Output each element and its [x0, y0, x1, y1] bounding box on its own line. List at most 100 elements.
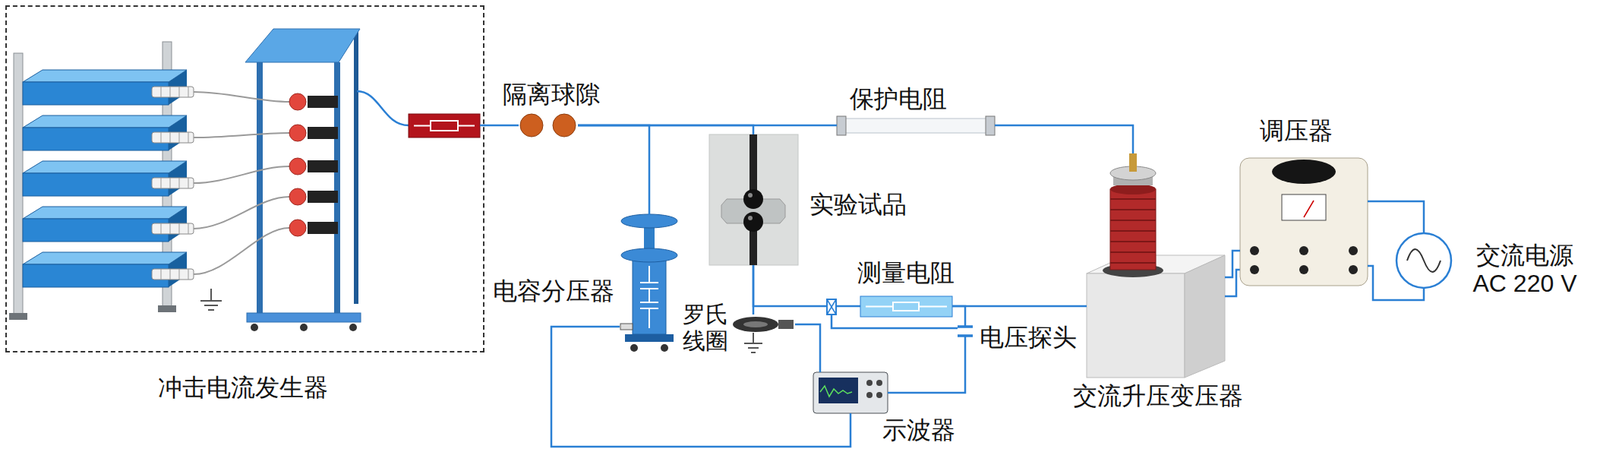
- generator-region: 冲击电流发生器: [5, 5, 485, 353]
- capacitor-slab: [22, 218, 169, 242]
- regulator-meter: [1281, 194, 1326, 221]
- resistor-symbol: [430, 120, 458, 131]
- capacitor-slab: [22, 127, 169, 151]
- output-wire: [356, 91, 409, 126]
- rack-post: [256, 62, 263, 317]
- insulator-ribs: [160, 177, 189, 189]
- tube-cap: [836, 116, 846, 136]
- tube-cap: [985, 116, 995, 136]
- component-label: 交流升压变压器: [1070, 381, 1246, 411]
- regulator-terminal: [1299, 246, 1309, 256]
- scope-knob: [866, 379, 873, 386]
- electrode-sphere: [743, 189, 764, 209]
- oscilloscope-case: [813, 372, 888, 414]
- voltage-regulator: 调压器: [1240, 157, 1368, 286]
- sphere-highlight: [747, 215, 753, 221]
- charging-cable: [193, 132, 290, 138]
- pillar-foot: [157, 305, 177, 313]
- electrode-sphere: [743, 211, 764, 232]
- charging-cable: [193, 166, 290, 184]
- component-label: 实验试品: [807, 190, 909, 219]
- bushing-insulator: [151, 223, 194, 234]
- supply-wire: [1367, 265, 1424, 300]
- rogowski-coil: [732, 316, 779, 332]
- regulator-terminal: [1249, 265, 1260, 275]
- component-label: 冲击电流发生器: [155, 373, 331, 402]
- scope-knob: [876, 391, 883, 398]
- component-label: 交流电源 AC 220 V: [1466, 241, 1583, 298]
- capacitor-slab-top: [22, 252, 187, 265]
- capacitor-slab-top: [22, 69, 187, 83]
- oscilloscope: 示波器: [813, 372, 888, 414]
- wave-resistor: [307, 126, 338, 139]
- ac-source-symbol: [1396, 233, 1452, 288]
- circuit-wire: [994, 125, 1133, 154]
- transformer-housing-side: [1184, 255, 1225, 378]
- component-label: 隔离球隙: [500, 80, 603, 109]
- capacitor-slab-top: [22, 160, 187, 174]
- circuit-wire: [1224, 250, 1241, 278]
- rack-wheel: [250, 323, 259, 332]
- gap-sphere: [520, 113, 543, 137]
- scope-knob: [866, 391, 873, 398]
- component-label: 调压器: [1257, 116, 1335, 146]
- switch-sphere: [289, 157, 307, 175]
- regulator-case: [1240, 157, 1368, 286]
- measuring-resistor-box: [860, 296, 953, 317]
- divider-body: [632, 258, 666, 335]
- coil-window: [743, 321, 768, 328]
- charging-cable: [193, 91, 290, 102]
- circuit-wire: [484, 124, 519, 127]
- switch-sphere: [289, 188, 307, 206]
- test-sample: 实验试品: [709, 134, 799, 266]
- rogowski-coil: 罗氏 线圈: [731, 314, 796, 335]
- circuit-wire: [1367, 201, 1424, 234]
- circuit-wire: [795, 324, 821, 373]
- resistor-leads: [413, 125, 475, 127]
- voltage-probe: 电压探头: [956, 311, 974, 356]
- electrode-rod: [749, 227, 758, 266]
- transformer-housing: [1086, 273, 1185, 378]
- wave-resistor: [307, 160, 338, 173]
- ground-symbol: [744, 332, 763, 353]
- insulator-ribs: [160, 86, 189, 98]
- circuit-wire: [887, 355, 966, 393]
- capacitor-slab-top: [22, 206, 187, 219]
- output-resistor-box: [408, 113, 480, 138]
- probe-capacitor: [957, 326, 973, 336]
- component-label: 电容分压器: [490, 277, 617, 306]
- component-label: 罗氏 线圈: [679, 301, 733, 354]
- gap-sphere: [552, 113, 576, 137]
- spark-gap-cross: [826, 299, 837, 315]
- wave-resistor: [307, 221, 338, 234]
- insulator-ribs: [160, 223, 189, 234]
- sphere-highlight: [747, 192, 753, 198]
- step-up-transformer: 交流升压变压器: [1086, 153, 1225, 378]
- capacitor-slab: [22, 173, 169, 196]
- protective-resistor: 保护电阻: [836, 116, 995, 136]
- coil-windings: [1110, 198, 1156, 263]
- screen-trace: [820, 385, 853, 397]
- grading-plate: [621, 214, 678, 228]
- capacitor-slab: [22, 82, 169, 105]
- regulator-terminal: [1299, 265, 1309, 275]
- divider-wheel: [660, 343, 669, 352]
- measuring-resistor: 测量电阻: [860, 296, 953, 317]
- grading-plate: [621, 248, 678, 262]
- wave-resistor: [307, 190, 338, 203]
- regulator-terminal: [1249, 246, 1260, 256]
- bushing-insulator: [151, 268, 194, 280]
- bushing-insulator: [151, 177, 194, 189]
- support-pillar: [13, 53, 23, 316]
- circuit-wire: [753, 265, 861, 307]
- rack-post: [353, 30, 359, 304]
- circuit-wire: [577, 125, 650, 215]
- switch-sphere: [289, 219, 307, 237]
- component-label: 电压探头: [977, 323, 1080, 352]
- resistor-symbol: [893, 302, 919, 311]
- hv-terminal: [1129, 153, 1137, 172]
- ac-source: 交流电源 AC 220 V: [1396, 233, 1452, 288]
- capacitor-slab-top: [22, 115, 187, 128]
- capacitor-symbol: [640, 265, 659, 329]
- capacitive-divider: 电容分压器: [619, 214, 679, 354]
